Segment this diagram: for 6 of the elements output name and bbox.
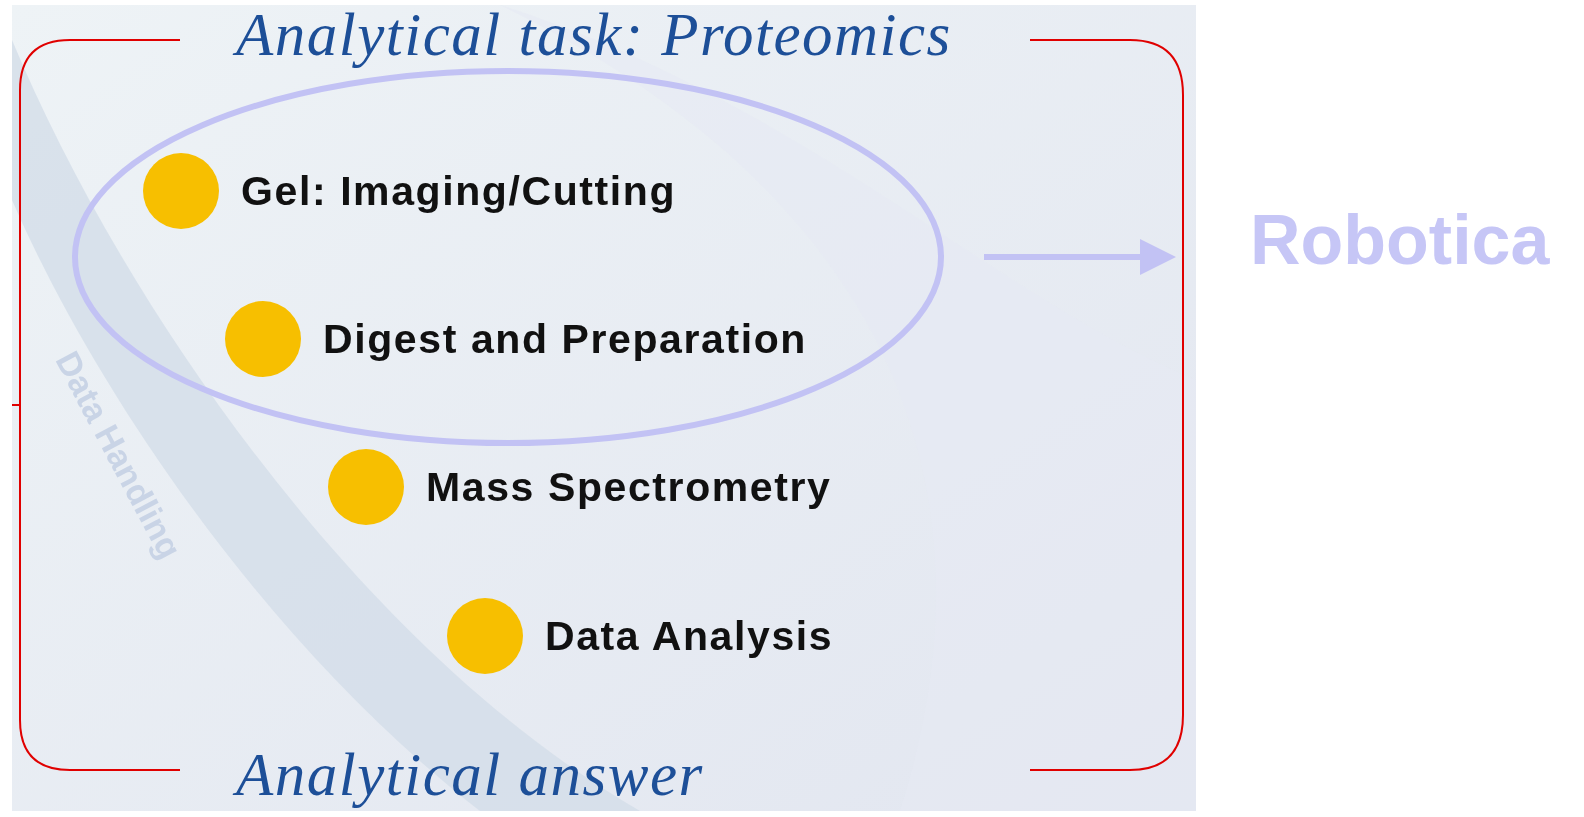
step-label: Data Analysis xyxy=(545,612,834,660)
step-label: Gel: Imaging/Cutting xyxy=(241,167,677,215)
target-label: Robotica xyxy=(1250,200,1550,280)
arrow xyxy=(984,239,1176,275)
step-label: Mass Spectrometry xyxy=(426,463,832,511)
step-label: Digest and Preparation xyxy=(323,315,808,363)
